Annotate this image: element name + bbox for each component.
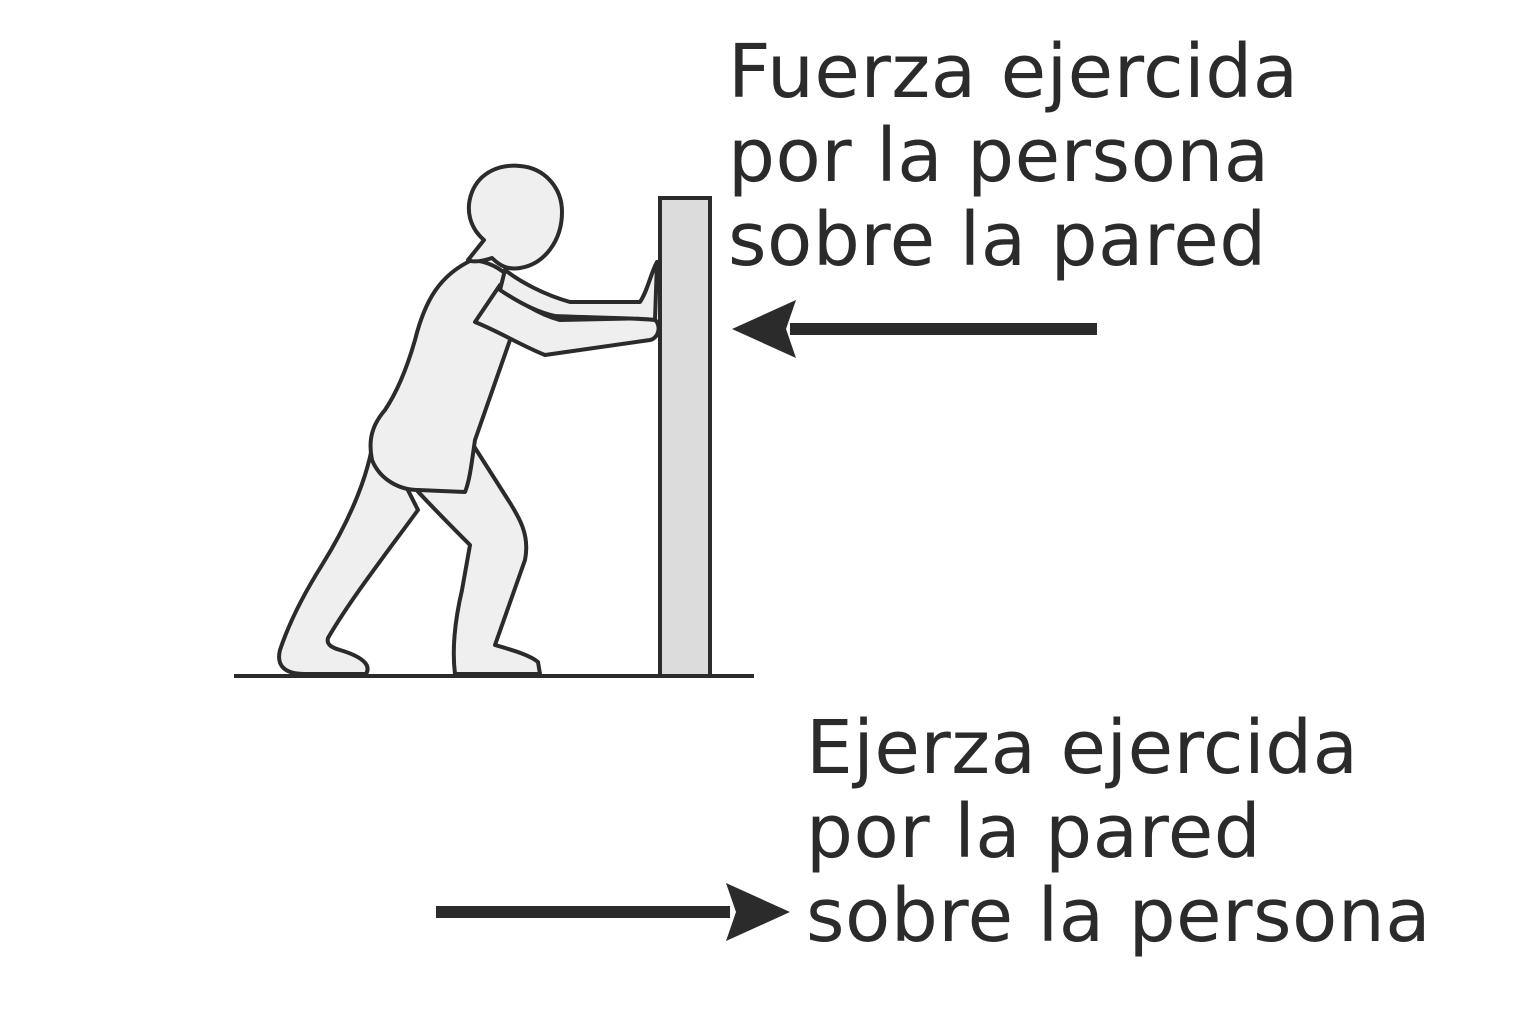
force-on-person-label: Ejerza ejercida por la pared sobre la pe… [806, 706, 1431, 958]
force-on-person-label-line-1: Ejerza ejercida [806, 705, 1359, 791]
wall [658, 196, 712, 678]
person-figure [277, 163, 661, 676]
person-back-leg [277, 423, 420, 676]
force-on-wall-label-line-3: sobre la pared [728, 197, 1267, 283]
force-on-wall-label: Fuerza ejercida por la persona sobre la … [728, 30, 1299, 282]
force-on-person-label-line-3: sobre la persona [806, 873, 1432, 959]
person-front-leg [410, 438, 542, 676]
force-on-wall-label-line-1: Fuerza ejercida [728, 29, 1299, 115]
force-arrow-on-wall-head [732, 300, 796, 358]
person-arm-upper [498, 260, 659, 322]
force-on-wall-label-line-2: por la persona [728, 113, 1270, 199]
person-head [466, 163, 564, 271]
force-on-person-label-line-2: por la pared [806, 789, 1262, 875]
force-arrow-on-person-head [726, 883, 790, 941]
